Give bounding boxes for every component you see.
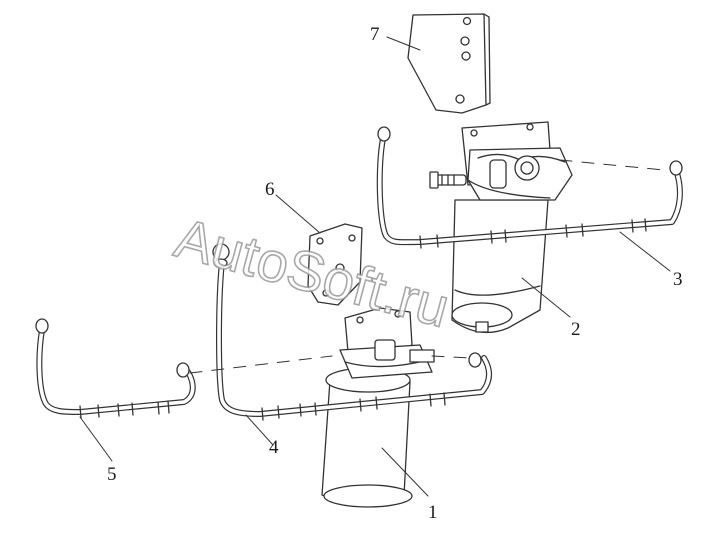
pipe-4 <box>212 243 492 421</box>
callout-6: 6 <box>265 179 275 200</box>
filter-assembly-1 <box>321 307 435 508</box>
pipe-5 <box>35 318 196 419</box>
callout-1: 1 <box>428 502 438 523</box>
callout-7: 7 <box>370 24 380 45</box>
callout-3: 3 <box>673 269 683 290</box>
leader-lines <box>79 36 671 497</box>
alignment-lines <box>189 159 665 374</box>
callout-5: 5 <box>107 464 117 485</box>
callout-4: 4 <box>269 437 279 458</box>
bracket-plate-7 <box>407 13 491 114</box>
bracket-6 <box>307 223 363 306</box>
pipe-3 <box>376 126 683 249</box>
callout-2: 2 <box>571 319 581 340</box>
